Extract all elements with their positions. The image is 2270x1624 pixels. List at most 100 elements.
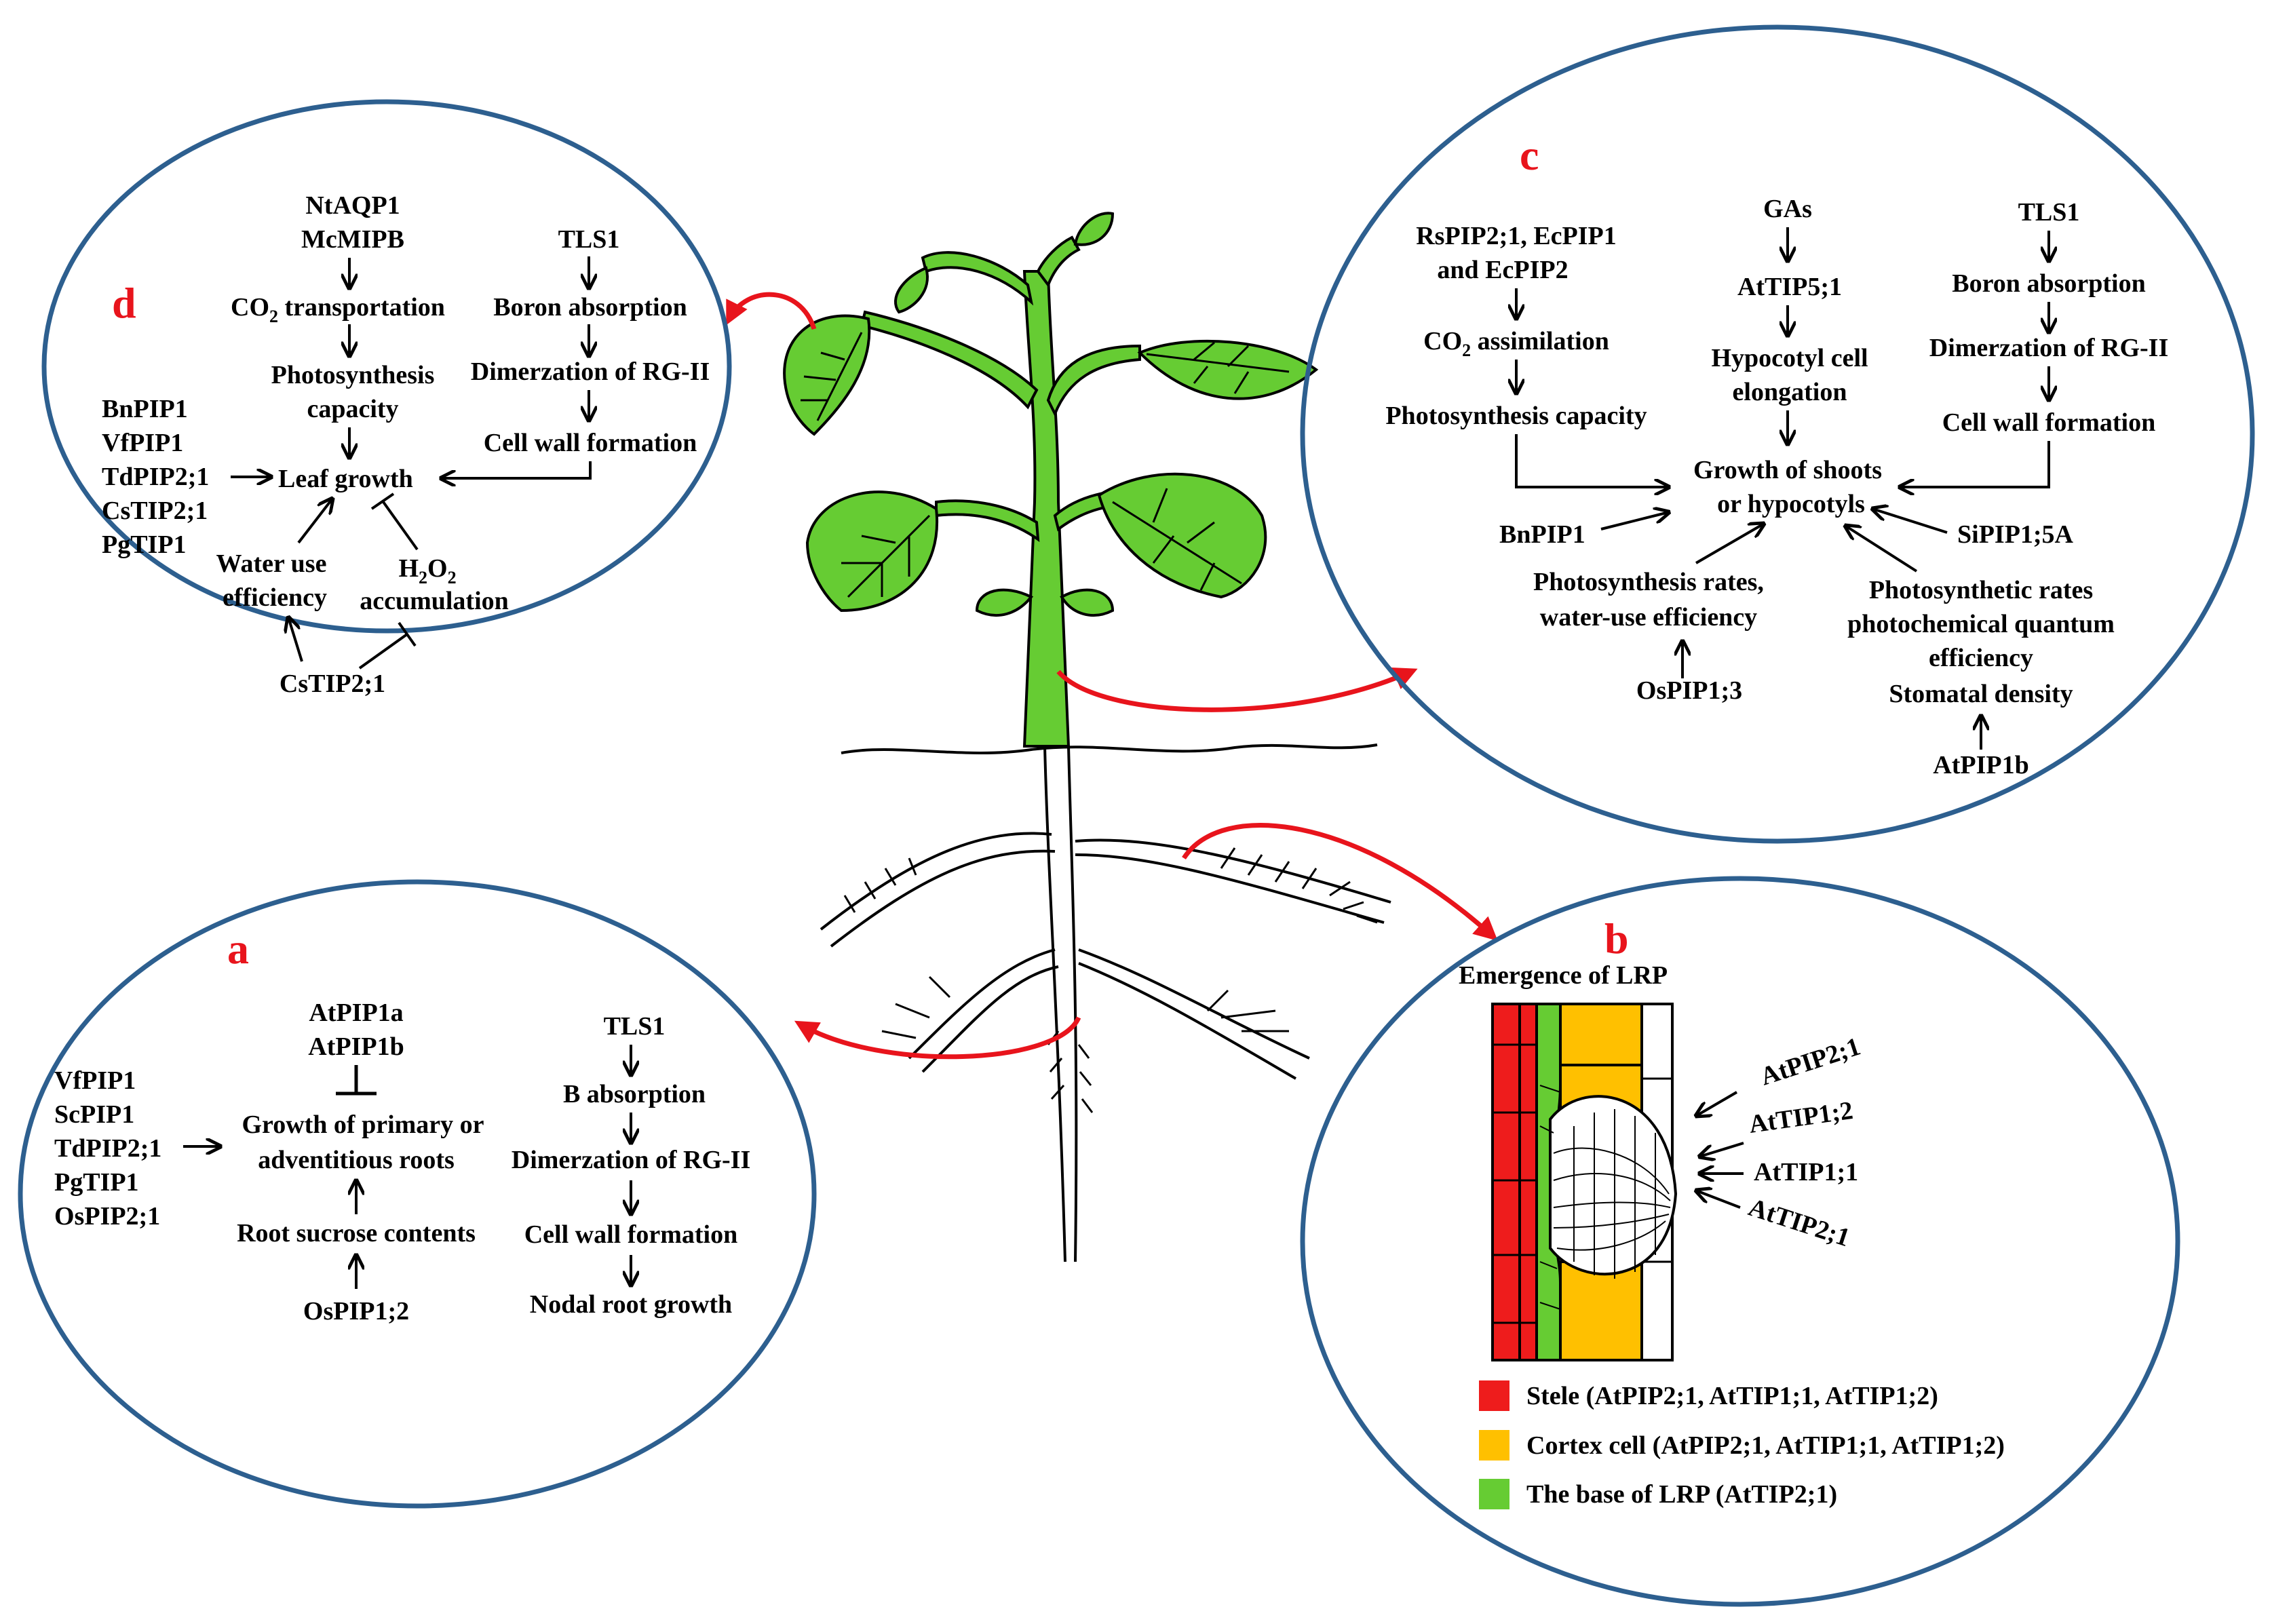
d-ntaqp1: NtAQP1 [305, 191, 400, 220]
c-rspip: RsPIP2;1, EcPIP1 [1416, 222, 1617, 250]
panel-d-letter: d [112, 279, 136, 327]
a-pgtip1: PgTIP1 [54, 1168, 139, 1197]
legend-swatch-lrp [1479, 1479, 1509, 1509]
a-atpip1a: AtPIP1a [309, 999, 403, 1027]
a-vfpip1: VfPIP1 [54, 1066, 136, 1095]
d-mcmipb: McMIPB [301, 225, 404, 254]
b-emergence: Emergence of LRP [1459, 961, 1668, 990]
a-tls1: TLS1 [604, 1012, 666, 1041]
legend-lrp: The base of LRP (AtTIP2;1) [1526, 1480, 1837, 1509]
b-legend: Stele (AtPIP2;1, AtTIP1;1, AtTIP1;2) Cor… [1479, 1380, 2005, 1509]
b-atpip21: AtPIP2;1 [1757, 1032, 1864, 1091]
c-stomatal: Stomatal density [1889, 680, 2073, 708]
panel-b-letter: b [1604, 914, 1629, 963]
c-bnpip1: BnPIP1 [1499, 520, 1585, 549]
a-scpip1: ScPIP1 [54, 1100, 134, 1129]
small-leaf-lower [975, 588, 1034, 617]
d-pgtip1: PgTIP1 [102, 530, 187, 559]
connector-a [794, 1016, 1081, 1060]
legend-swatch-stele [1479, 1380, 1509, 1411]
c-boron: Boron absorption [1952, 269, 2145, 298]
b-attip12: AtTIP1;2 [1747, 1096, 1854, 1139]
c-ecpip2: and EcPIP2 [1437, 256, 1568, 284]
c-atpip1b: AtPIP1b [1933, 751, 2028, 779]
a-growth: Growth of primary or [242, 1110, 484, 1139]
d-photosynthesis: Photosynthesis [271, 361, 435, 389]
b-attip21: AtTIP2;1 [1745, 1193, 1853, 1253]
d-h2o2: H2O2 [398, 554, 456, 587]
b-attip11: AtTIP1;1 [1754, 1158, 1858, 1186]
c-photo-capacity: Photosynthesis capacity [1385, 402, 1647, 430]
c-sipip: SiPIP1;5A [1957, 520, 2074, 549]
leaf-middle-right [1097, 472, 1267, 599]
d-leaf-growth: Leaf growth [278, 465, 413, 493]
c-growth-shoots: Growth of shoots [1693, 456, 1882, 484]
d-efficiency: efficiency [223, 583, 327, 612]
panel-a-letter: a [227, 925, 249, 973]
plant-illustration [783, 212, 1391, 1262]
c-photo-syn-rates: Photosynthetic rates [1869, 576, 2093, 604]
main-root [1043, 746, 1078, 1262]
c-co2-assim: CO2 assimilation [1423, 327, 1609, 360]
c-photochemical: photochemical quantum [1847, 610, 2115, 638]
root-left-upper [820, 832, 1056, 948]
legend-cortex: Cortex cell (AtPIP2;1, AtTIP1;1, AtTIP1;… [1526, 1431, 2005, 1460]
d-dimerzation: Dimerzation of RG-II [471, 357, 710, 386]
lrp-tissue-schematic [1491, 1003, 1678, 1361]
d-boron: Boron absorption [493, 293, 687, 322]
c-water-use: water-use efficiency [1540, 603, 1757, 632]
a-nodal-root: Nodal root growth [530, 1290, 732, 1319]
a-dimerzation: Dimerzation of RG-II [512, 1146, 750, 1174]
connector-arrows [726, 292, 1498, 1060]
d-cell-wall: Cell wall formation [484, 429, 697, 457]
root-right-upper [1075, 838, 1391, 924]
top-shoot [921, 251, 1034, 306]
c-hypocotyls: or hypocotyls [1717, 490, 1865, 518]
d-tls1: TLS1 [558, 225, 620, 254]
a-cell-wall: Cell wall formation [524, 1220, 738, 1249]
upper-branch-right [1046, 344, 1141, 417]
d-vfpip1: VfPIP1 [102, 429, 183, 457]
connector-b [1182, 823, 1498, 942]
c-hypocotyl: Hypocotyl cell [1711, 344, 1868, 372]
c-elongation: elongation [1733, 378, 1847, 406]
a-ospip21: OsPIP2;1 [54, 1202, 160, 1231]
c-tls1: TLS1 [2018, 198, 2080, 227]
d-cstip21: CsTIP2;1 [102, 497, 208, 525]
a-ospip12: OsPIP1;2 [303, 1297, 409, 1326]
leaf-middle-left [805, 490, 939, 613]
c-attip51: AtTIP5;1 [1737, 273, 1842, 301]
c-cell-wall: Cell wall formation [1942, 408, 2156, 437]
c-gas: GAs [1763, 195, 1812, 223]
legend-swatch-cortex [1479, 1430, 1509, 1461]
connector-d [726, 292, 817, 330]
d-capacity: capacity [307, 395, 398, 423]
upper-branch-left [860, 310, 1039, 410]
c-ospip13: OsPIP1;3 [1636, 676, 1742, 705]
panel-d: d NtAQP1 McMIPB CO2 transportation Photo… [41, 99, 732, 698]
panel-c-circle [1300, 24, 2255, 844]
d-cstip21-bottom: CsTIP2;1 [280, 670, 385, 698]
root-right-lower [1078, 948, 1310, 1080]
d-tdpip21: TdPIP2;1 [102, 463, 209, 491]
a-tdpip21: TdPIP2;1 [54, 1134, 161, 1163]
panel-b-circle [1300, 876, 2180, 1607]
d-bnpip1: BnPIP1 [102, 395, 188, 423]
panel-a: a AtPIP1a AtPIP1b VfPIP1 ScPIP1 TdPIP2;1… [18, 879, 817, 1509]
connector-c [1056, 667, 1418, 712]
d-co2-transport: CO2 transportation [231, 293, 445, 326]
small-leaf-lower-right [1060, 588, 1115, 617]
a-b-absorption: B absorption [563, 1080, 706, 1108]
d-water-use: Water use [216, 549, 327, 578]
panel-c: c RsPIP2;1, EcPIP1 and EcPIP2 CO2 assimi… [1300, 24, 2255, 844]
root-left-lower [908, 948, 1059, 1073]
c-quantum-efficiency: efficiency [1929, 644, 2033, 672]
leaf-upper-right [1137, 339, 1319, 400]
leaf-top-small-left [894, 266, 929, 314]
a-root-sucrose: Root sucrose contents [237, 1219, 476, 1248]
panel-c-letter: c [1520, 131, 1539, 179]
c-dimerzation: Dimerzation of RG-II [1929, 334, 2168, 362]
legend-stele: Stele (AtPIP2;1, AtTIP1;1, AtTIP1;2) [1526, 1382, 1938, 1410]
c-photo-rates: Photosynthesis rates, [1533, 568, 1764, 596]
